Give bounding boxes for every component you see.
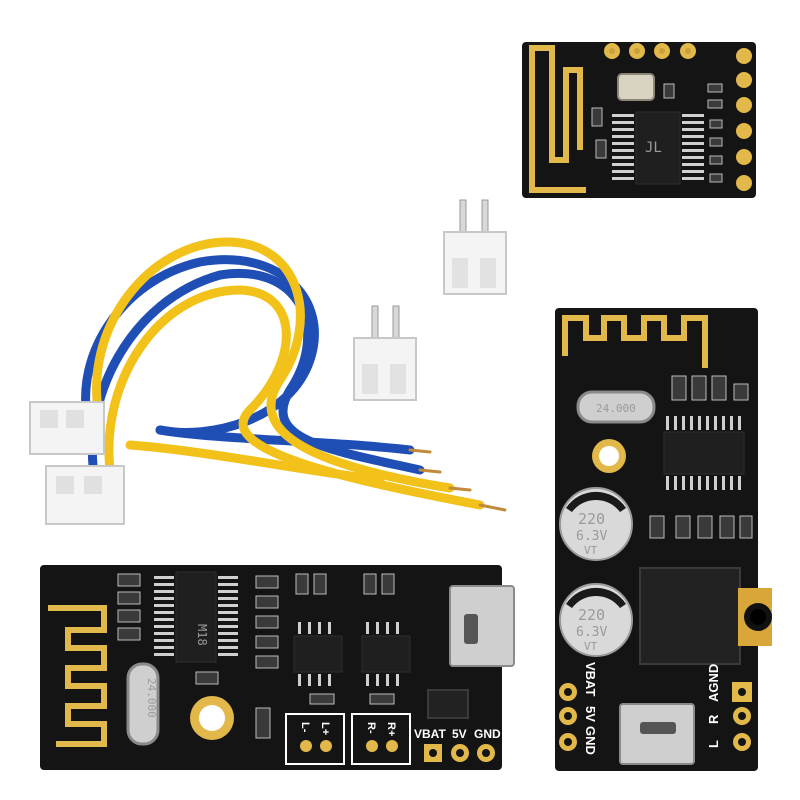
right-vbat-label: VBAT xyxy=(583,662,598,696)
loose-connector-1 xyxy=(443,199,507,295)
audio-jack-icon xyxy=(639,567,772,665)
right-gnd-label: GND xyxy=(583,726,598,755)
pin-label-l-minus: L- xyxy=(299,722,311,733)
cable-connector-1 xyxy=(29,401,105,455)
cable-connector-2 xyxy=(45,465,125,525)
bottom-board-chip xyxy=(175,571,217,663)
pin-label-r-plus: R+ xyxy=(385,722,397,736)
right-audio-pads xyxy=(732,682,752,751)
micro-usb-port-icon xyxy=(449,585,515,667)
pin-label-r-minus: R- xyxy=(365,722,377,734)
cap1-voltage-label: 6.3V xyxy=(576,529,607,544)
bottom-vbat-label: VBAT xyxy=(414,727,446,741)
bottom-amp-chip-right xyxy=(361,635,411,673)
right-l-label: L xyxy=(706,740,721,748)
right-agnd-label: AGND xyxy=(706,664,721,702)
bottom-5v-label: 5V xyxy=(452,727,467,741)
bottom-gnd-label: GND xyxy=(474,727,501,741)
cap1-value-label: 220 xyxy=(578,510,605,528)
bottom-amplifier-board: M18 xyxy=(40,565,515,770)
capacitor-2: 220 6.3V VT xyxy=(559,583,633,657)
bluetooth-module-board: JL xyxy=(522,42,756,198)
cap2-value-label: 220 xyxy=(578,606,605,624)
right-power-pads xyxy=(559,683,577,751)
right-5v-label: 5V xyxy=(583,706,598,722)
module-chip-marking: JL xyxy=(645,140,662,156)
module-chip xyxy=(635,111,681,185)
module-top-pads xyxy=(604,43,696,59)
module-crystal xyxy=(617,73,655,101)
loose-connector-2 xyxy=(353,305,417,401)
bottom-board-switch xyxy=(427,689,469,719)
cap2-series-label: VT xyxy=(584,640,598,653)
bottom-chip-marking: M18 xyxy=(195,624,209,646)
cap2-voltage-label: 6.3V xyxy=(576,625,607,640)
micro-usb-port-icon xyxy=(619,703,695,765)
right-crystal-marking: 24.000 xyxy=(596,402,636,415)
pcb-trace-antenna-icon xyxy=(562,315,708,368)
pcb-trace-antenna-icon xyxy=(529,45,586,193)
right-amplifier-board: 24.000 xyxy=(555,308,772,771)
cable-bundle xyxy=(81,237,507,512)
pin-label-l-plus: L+ xyxy=(319,722,331,735)
bottom-crystal-marking: 24.000 xyxy=(145,678,158,718)
bottom-board-crystal: 24.000 xyxy=(126,662,160,746)
capacitor-1: 220 6.3V VT xyxy=(559,487,633,561)
module-side-pads xyxy=(736,48,752,191)
cap1-series-label: VT xyxy=(584,544,598,557)
bottom-power-pads xyxy=(424,744,495,762)
right-r-label: R xyxy=(706,714,721,724)
right-board-crystal xyxy=(576,390,656,424)
right-board-chip xyxy=(663,431,745,475)
speaker-pads xyxy=(300,740,398,752)
bottom-amp-chip-left xyxy=(293,635,343,673)
pcb-trace-antenna-icon xyxy=(48,605,107,747)
